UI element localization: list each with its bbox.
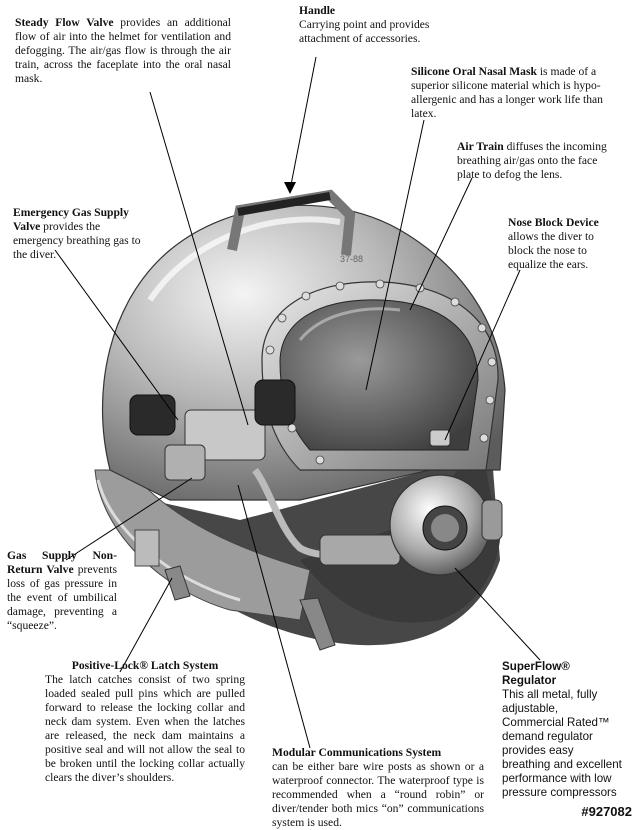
handle-title: Handle <box>299 4 336 17</box>
faceplate <box>261 279 499 471</box>
leader-lines <box>54 56 541 749</box>
emergency-gas-title: Emergency Gas Supply Valve <box>13 206 129 233</box>
nose-block-label: Nose Block Device allows the diver to bl… <box>508 216 616 272</box>
steady-flow-valve-title: Steady Flow Valve <box>15 16 114 29</box>
silicone-mask-label: Silicone Oral Nasal Mask is made of a su… <box>411 65 619 121</box>
comms-system-text: can be either bare wire posts as shown o… <box>272 760 484 829</box>
latch-system-text: The latch catches consist of two spring … <box>45 673 245 784</box>
nose-block-text: allows the diver to block the nose to eq… <box>508 230 594 271</box>
locking-collar <box>94 469 336 651</box>
comms-system-title: Modular Communications System <box>272 746 442 759</box>
superflow-regulator-title: SuperFlow® Regulator <box>502 660 570 687</box>
air-train-text: diffuses the incoming breathing air/gas … <box>457 140 607 181</box>
emergency-gas-label: Emergency Gas Supply Valve provides the … <box>13 206 153 262</box>
latch-system-title: Positive-Lock® Latch System <box>71 659 219 672</box>
side-valve-block <box>129 379 296 481</box>
helmet-handle: 37-88 <box>227 189 363 264</box>
silicone-mask-text: is made of a superior silicone material … <box>411 65 603 120</box>
steady-flow-valve-text: provides an additional flow of air into … <box>15 16 232 85</box>
emergency-gas-text: provides the emergency breathing gas to … <box>13 220 141 261</box>
air-train-label: Air Train diffuses the incoming breathin… <box>457 140 617 182</box>
gas-supply-valve-text: prevents loss of gas pressure in the eve… <box>7 563 117 632</box>
gas-supply-valve-title: Gas Supply Non-Return Valve <box>7 549 117 576</box>
superflow-regulator-text: This all metal, fully adjustable, Commer… <box>502 688 622 799</box>
nose-block-knob <box>429 429 451 447</box>
handle-text: Carrying point and provides attachment o… <box>299 18 430 45</box>
helmet-serial: 37-88 <box>340 254 363 264</box>
nose-block-title: Nose Block Device <box>508 216 599 229</box>
image-code: #927082 <box>581 804 632 819</box>
silicone-mask-title: Silicone Oral Nasal Mask <box>411 65 537 78</box>
steady-flow-valve-label: Steady Flow Valve provides an additional… <box>15 16 231 86</box>
superflow-regulator <box>319 474 503 576</box>
gas-supply-valve-label: Gas Supply Non-Return Valve prevents los… <box>7 549 117 633</box>
air-train-title: Air Train <box>457 140 504 153</box>
